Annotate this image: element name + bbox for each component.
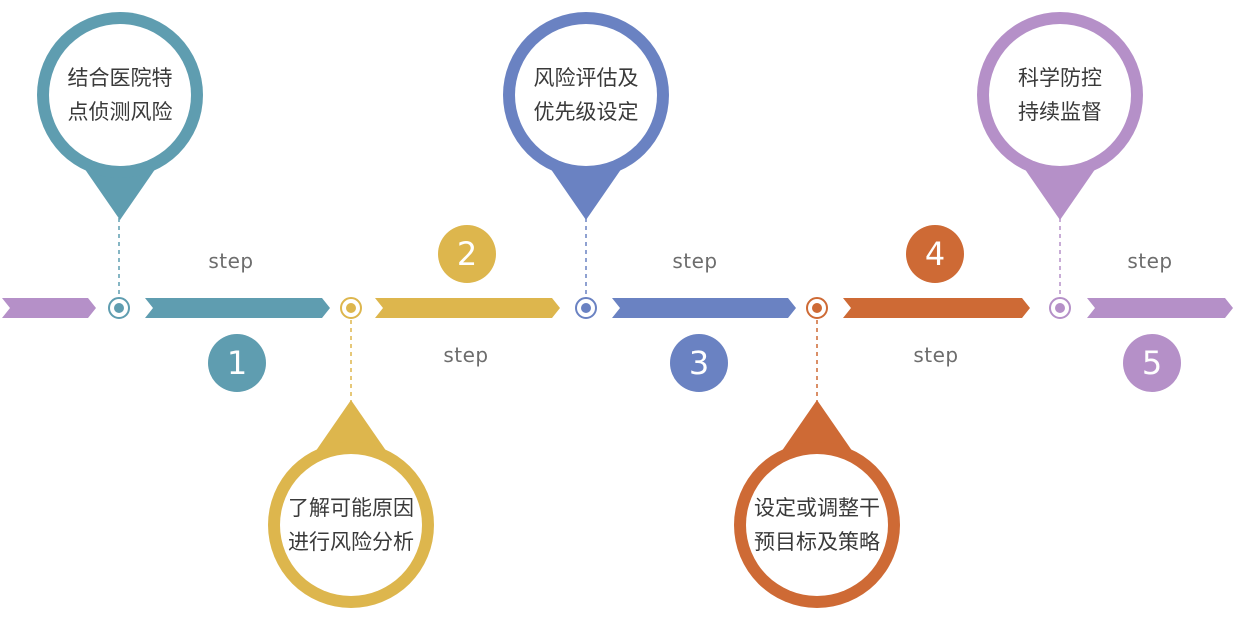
bubble-text-3-line-1: 风险评估及 xyxy=(534,66,639,90)
bubble-pointer-4 xyxy=(779,400,855,455)
step-number-4: 4 xyxy=(925,235,945,273)
arrow-segment-5 xyxy=(1087,298,1233,318)
step-number-badge-5 xyxy=(1123,334,1181,392)
bubble-text-1-line-1: 结合医院特 xyxy=(68,66,173,90)
node-dot-5 xyxy=(1055,303,1065,313)
bubble-text-4-line-1: 设定或调整干 xyxy=(754,496,880,520)
bubble-inner-3 xyxy=(515,24,657,166)
bubble-inner-5 xyxy=(989,24,1131,166)
arrow-segment-1 xyxy=(145,298,330,318)
step-label-2: step xyxy=(443,343,488,367)
bubble-inner-2 xyxy=(280,454,422,596)
step-number-badge-3 xyxy=(670,334,728,392)
bubble-inner-1 xyxy=(49,24,191,166)
lead-arrow-segment xyxy=(2,298,96,318)
bubble-text-2-line-2: 进行风险分析 xyxy=(288,530,414,554)
node-dot-3 xyxy=(581,303,591,313)
step-number-5: 5 xyxy=(1142,344,1162,382)
bubble-text-4-line-2: 预目标及策略 xyxy=(754,530,880,554)
bubble-text-5-line-1: 科学防控 xyxy=(1018,66,1102,90)
bubble-text-1-line-2: 点侦测风险 xyxy=(68,100,173,124)
arrow-segment-4 xyxy=(843,298,1030,318)
bubble-pointer-2 xyxy=(313,400,389,455)
step-number-badge-4 xyxy=(906,225,964,283)
step-number-2: 2 xyxy=(457,235,477,273)
step-label-4: step xyxy=(913,343,958,367)
bubble-pointer-5 xyxy=(1022,165,1098,220)
bubble-text-5-line-2: 持续监督 xyxy=(1018,100,1102,124)
node-dot-4 xyxy=(812,303,822,313)
node-dot-2 xyxy=(346,303,356,313)
bubble-pointer-3 xyxy=(548,165,624,220)
arrow-segment-2 xyxy=(375,298,560,318)
step-label-1: step xyxy=(208,249,253,273)
node-dot-1 xyxy=(114,303,124,313)
bubble-text-2-line-1: 了解可能原因 xyxy=(288,496,414,520)
step-number-badge-2 xyxy=(438,225,496,283)
arrow-segment-3 xyxy=(612,298,796,318)
step-number-3: 3 xyxy=(689,344,709,382)
step-number-1: 1 xyxy=(227,344,247,382)
bubble-inner-4 xyxy=(746,454,888,596)
bubble-text-3-line-2: 优先级设定 xyxy=(534,100,639,124)
step-label-5: step xyxy=(1127,249,1172,273)
bubble-pointer-1 xyxy=(82,165,158,220)
step-label-3: step xyxy=(672,249,717,273)
step-number-badge-1 xyxy=(208,334,266,392)
